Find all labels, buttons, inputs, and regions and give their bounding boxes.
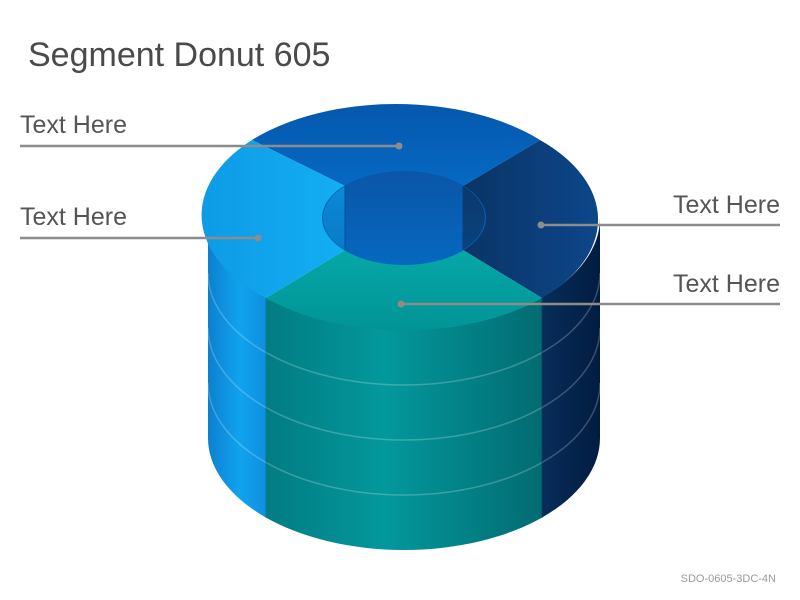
center-hole: [322, 171, 486, 265]
layer-divider-1: [207, 272, 601, 386]
front-segment: [266, 250, 542, 331]
slide-code: SDO-0605-3DC-4N: [680, 573, 776, 585]
leader-dot-front: [397, 300, 405, 308]
center-hole-right-wall: [463, 186, 485, 250]
leader-dot-left: [254, 234, 262, 242]
layer-divider-2: [207, 327, 601, 441]
center-hole-left-wall: [323, 186, 345, 250]
leader-lines: [20, 142, 780, 308]
leader-dot-top: [395, 142, 403, 150]
right-segment: [463, 140, 599, 298]
layer-divider-3: [207, 382, 601, 496]
cylinder-side: [208, 218, 600, 550]
label-top-segment: Text Here: [20, 111, 127, 139]
label-front-segment: Text Here: [673, 270, 780, 298]
page-title: Segment Donut 605: [28, 36, 331, 74]
label-left-segment: Text Here: [20, 203, 127, 231]
leader-dot-right: [537, 221, 545, 229]
left-segment: [201, 140, 345, 298]
label-right-segment: Text Here: [673, 191, 780, 219]
